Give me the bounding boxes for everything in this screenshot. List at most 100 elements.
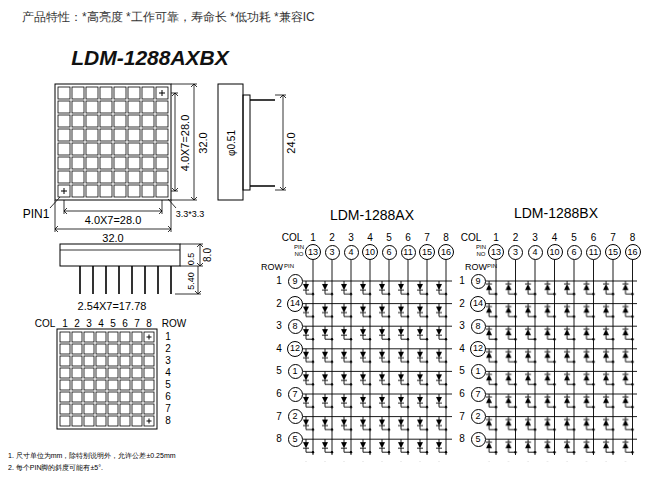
row-number: 4 xyxy=(276,344,282,354)
dimension-text: 32.0 xyxy=(198,132,209,153)
row-number: 7 xyxy=(165,404,171,414)
pin-number: 13 xyxy=(491,248,501,257)
pin-number: 5 xyxy=(292,435,297,444)
pin-number: 16 xyxy=(627,248,637,257)
pin-number: 12 xyxy=(473,344,483,353)
led-grid xyxy=(57,86,169,198)
column-number: 8 xyxy=(443,233,449,243)
row-number: 3 xyxy=(459,321,465,331)
column-number: 4 xyxy=(98,319,104,329)
pin-circle: 7 xyxy=(288,387,303,402)
column-number: 6 xyxy=(591,233,597,243)
pin-circle: 4 xyxy=(344,245,359,260)
housing-edge xyxy=(60,250,180,251)
dimension-text: 3.3*3.3 xyxy=(176,210,205,219)
pin-heading: NO xyxy=(295,251,304,257)
axis-heading: COL xyxy=(282,233,303,243)
pin-circle: 5 xyxy=(288,432,303,447)
column-number: 5 xyxy=(386,233,392,243)
pin-circle: 10 xyxy=(547,244,563,260)
dimension-text: 2.54X7=17.78 xyxy=(78,301,147,312)
column-number: 2 xyxy=(74,319,80,329)
column-number: 1 xyxy=(310,233,316,243)
column-number: 1 xyxy=(62,319,68,329)
row-number: 4 xyxy=(165,368,171,378)
pin-number: 7 xyxy=(292,390,297,399)
dimension-line xyxy=(175,266,201,294)
pin-circle: 16 xyxy=(625,244,641,260)
dimension-text: 24.0 xyxy=(286,132,297,153)
pin-base xyxy=(243,95,250,190)
column-number: 1 xyxy=(493,233,499,243)
row-number: 8 xyxy=(165,416,171,426)
pin-number: 4 xyxy=(532,248,537,257)
pin-number: 5 xyxy=(475,435,480,444)
row-number: 7 xyxy=(459,412,465,422)
pin-circle: 6 xyxy=(382,245,397,260)
axis-heading: ROW xyxy=(465,263,487,272)
leader-line xyxy=(168,199,176,208)
led-grid xyxy=(59,331,155,427)
pin-lead xyxy=(80,266,171,294)
pin-circle: 4 xyxy=(528,245,543,260)
pin-number: 14 xyxy=(473,299,483,308)
pin-circle: 15 xyxy=(605,244,621,260)
row-number: 4 xyxy=(459,344,465,354)
schematic-title: LDM-1288AX xyxy=(330,208,414,222)
column-number: 5 xyxy=(110,319,116,329)
pin-heading: PIN xyxy=(487,263,497,269)
part-title: LDM-1288AXBX xyxy=(71,47,229,68)
pin-number: 14 xyxy=(290,299,300,308)
polarity-mark xyxy=(61,90,165,194)
led-diode-array xyxy=(301,281,453,462)
pin-number: 12 xyxy=(290,344,300,353)
pin-number: 3 xyxy=(513,248,518,257)
dimension-line xyxy=(64,200,162,214)
row-number: 6 xyxy=(276,389,282,399)
pin-circle: 12 xyxy=(287,341,303,357)
pin-circle: 1 xyxy=(288,364,303,379)
pin-circle: 10 xyxy=(362,244,378,260)
pin-number: 8 xyxy=(292,322,297,331)
leader-line xyxy=(50,197,60,208)
pin-lead xyxy=(250,100,275,186)
row-number: 5 xyxy=(276,366,282,376)
row-number: 2 xyxy=(165,344,171,354)
dimension-line xyxy=(171,93,178,191)
column-number: 6 xyxy=(122,319,128,329)
feature-line: 产品特性：*高亮度 *工作可靠，寿命长 *低功耗 *兼容IC xyxy=(22,11,315,23)
pin-circle: 7 xyxy=(471,387,486,402)
row-number: 1 xyxy=(276,276,282,286)
column-number: 7 xyxy=(424,233,430,243)
pin-circle: 1 xyxy=(471,364,486,379)
pin-number: 15 xyxy=(422,248,432,257)
row-number: 7 xyxy=(276,412,282,422)
row-number: 5 xyxy=(165,380,171,390)
display-frame xyxy=(55,84,171,200)
column-number: 8 xyxy=(630,233,636,243)
pin-circle: 3 xyxy=(325,245,340,260)
dimension-line xyxy=(275,95,286,190)
bottom-housing xyxy=(60,244,180,266)
column-number: 8 xyxy=(146,319,152,329)
pin-number: 4 xyxy=(348,248,353,257)
dimension-text: φ0.51 xyxy=(227,130,237,156)
dimension-text: 0.5 xyxy=(187,253,196,266)
dimension-line xyxy=(180,244,203,266)
row-number: 8 xyxy=(459,434,465,444)
pin-circle: 13 xyxy=(488,244,504,260)
pin-circle: 13 xyxy=(305,244,321,260)
pin-heading: PIN xyxy=(284,263,294,269)
column-number: 7 xyxy=(134,319,140,329)
pin-circle: 9 xyxy=(471,274,486,289)
pin-circle: 8 xyxy=(471,319,486,334)
pin-circle: 6 xyxy=(567,245,582,260)
pin-circle: 2 xyxy=(471,409,486,424)
pin-circle: 2 xyxy=(288,409,303,424)
pin-number: 6 xyxy=(571,248,576,257)
pin-number: 10 xyxy=(365,248,375,257)
axis-heading: ROW xyxy=(162,319,186,329)
dimension-line xyxy=(55,200,171,232)
pin-circle: 14 xyxy=(287,296,303,312)
